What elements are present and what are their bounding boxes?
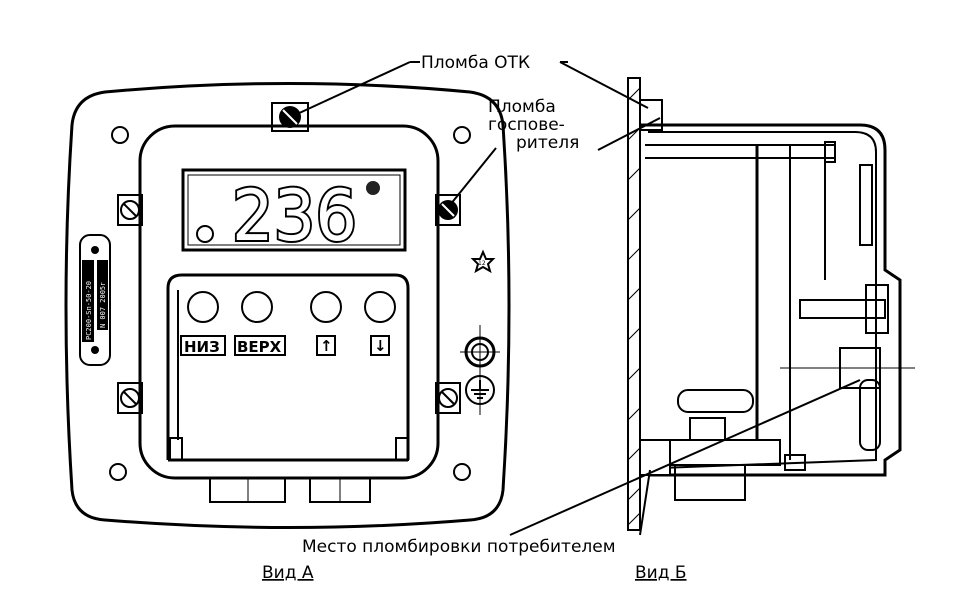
- label-seal-otk: Пломба ОТК: [421, 53, 530, 73]
- button-high[interactable]: [241, 291, 273, 323]
- buttons: НИЗ ВЕРХ ↑ ↓: [180, 291, 396, 356]
- display-window: 236: [181, 168, 407, 259]
- sensor-circle: [196, 225, 214, 243]
- mount-holes: [109, 126, 471, 481]
- button-low[interactable]: [187, 291, 219, 323]
- ground-icon: [471, 380, 489, 399]
- connectors: [209, 477, 371, 503]
- svg-text:12: 12: [478, 260, 486, 267]
- keypad-panel: [166, 273, 410, 462]
- arrow-up-icon: ↑: [320, 337, 333, 355]
- screws: [117, 194, 461, 414]
- side-view: [509, 61, 915, 536]
- front-view: 236 НИЗ ВЕРХ ↑ ↓: [64, 61, 511, 529]
- button-down[interactable]: [364, 291, 396, 323]
- indicator-led: [366, 181, 380, 195]
- front-flange: [64, 82, 511, 529]
- label-seal-verifier-2: госпове-: [488, 115, 565, 135]
- star-mark: 12: [470, 249, 496, 274]
- button-high-label: ВЕРХ: [237, 338, 282, 356]
- nameplate: РС200-Sп-50-20 N 007 2005г: [79, 234, 111, 366]
- arrow-down-icon: ↓: [374, 337, 387, 355]
- housing-side: [640, 123, 902, 477]
- button-low-label: НИЗ: [184, 338, 220, 356]
- label-seal-verifier-3: рителя: [516, 133, 579, 153]
- nameplate-serial: N 007 2005г: [99, 282, 107, 328]
- ground-terminal: [460, 325, 500, 415]
- label-view-a: Вид А: [262, 563, 314, 583]
- mounting-panel: [627, 77, 641, 531]
- display-value: 236: [232, 175, 357, 257]
- button-up[interactable]: [310, 291, 342, 323]
- nameplate-model: РС200-Sп-50-20: [85, 281, 93, 340]
- seal-screw-top: [271, 102, 309, 132]
- label-view-b: Вид Б: [635, 563, 687, 583]
- label-seal-consumer: Место пломбировки потребителем: [302, 537, 616, 557]
- label-seal-verifier-1: Пломба: [488, 97, 556, 117]
